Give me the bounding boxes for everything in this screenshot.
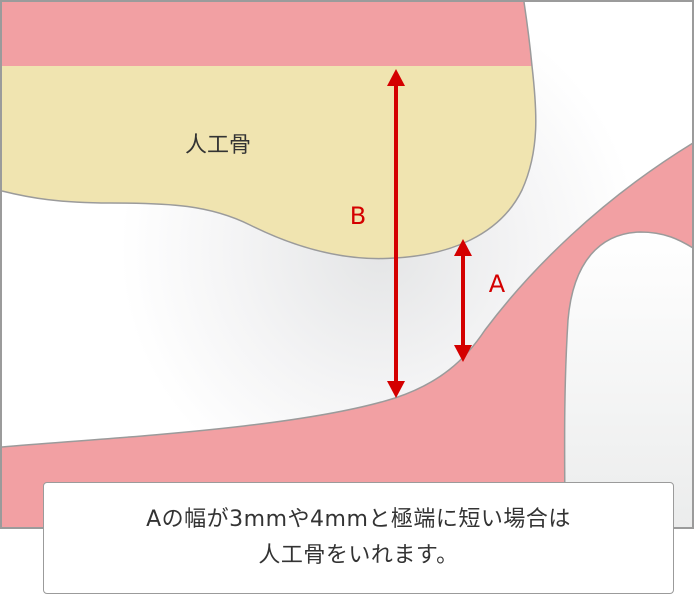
lower-jawbone	[2, 143, 693, 528]
upper-gum-band	[2, 2, 532, 66]
adjacent-tooth	[564, 232, 693, 528]
lower-jawbone-outline	[1, 142, 694, 448]
caption-line-2: 人工骨をいれます。	[258, 543, 459, 568]
caption-box: Aの幅が3mmや4mmと極端に短い場合は 人工骨をいれます。	[43, 482, 674, 594]
arrow-a-icon	[454, 239, 472, 362]
label-b: B	[350, 202, 366, 230]
arrow-b-icon	[387, 69, 405, 398]
artificial-bone-outline	[1, 1, 537, 260]
caption-line-1: Aの幅が3mmや4mmと極端に短い場合は	[146, 507, 571, 532]
artificial-bone-region	[2, 66, 536, 259]
label-a: A	[489, 270, 506, 298]
adjacent-tooth-outline	[563, 231, 694, 529]
artificial-bone-label: 人工骨	[185, 133, 251, 158]
